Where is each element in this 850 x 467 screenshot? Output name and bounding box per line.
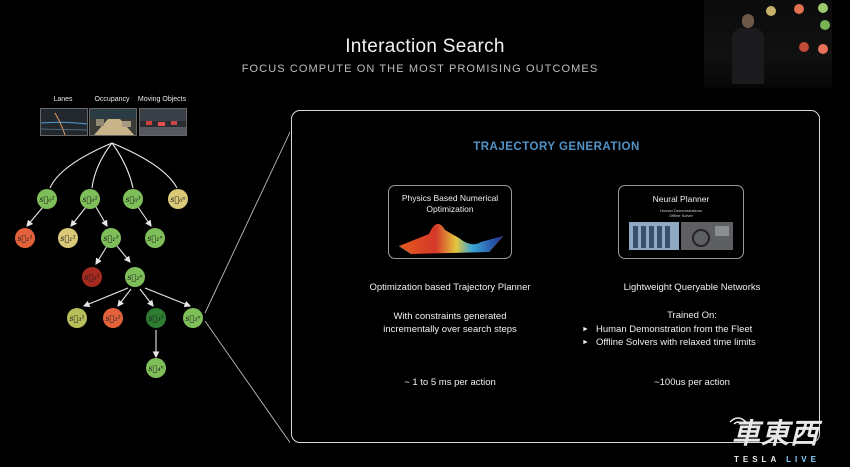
presenter-head [742,14,754,28]
video-node [820,20,830,30]
optimization-planner-heading: Optimization based Trajectory Planner [369,282,531,293]
tree-node: s⃗₁³ [101,228,121,248]
trained-on-item: ►Human Demonstration from the Fleet [582,324,753,335]
watermark-logo: 車東西 TESLA LIVE [728,412,848,467]
panel-title: TRAJECTORY GENERATION [473,141,640,153]
watermark-chinese-text: 車東西 [732,418,820,449]
slide-title: Interaction Search [345,36,505,57]
tree-node: s⃗₃ⁿ [183,308,203,328]
tree-node: s⃗₃² [103,308,123,328]
tree-node: s⃗₁² [58,228,78,248]
moving-objects-image [140,109,186,135]
lanes-thumbnail [40,108,88,136]
occupancy-image [90,109,136,135]
bullet-arrow-icon: ► [582,339,589,346]
occupancy-label: Occupancy [94,96,130,103]
neural-card-line2: Offline Solver [669,213,693,218]
lanes-image [41,112,87,135]
search-tree-edges [26,131,290,444]
occupancy-thumbnail [89,108,137,136]
neural-networks-heading: Lightweight Queryable Networks [623,282,761,293]
trajectory-generation-panel: TRAJECTORY GENERATION Physics Based Nume… [291,110,820,443]
trained-on-label: Trained On: [667,310,717,321]
tree-node: s⃗₁ⁿ [145,228,165,248]
tree-node: s⃗₃³ [146,308,166,328]
slide-subtitle: FOCUS COMPUTE ON THE MOST PROMISING OUTC… [241,63,599,75]
optimization-timing: ~ 1 to 5 ms per action [404,377,496,388]
presenter-video [704,0,832,88]
physics-optimization-card: Physics Based Numerical Optimization [388,185,512,259]
watermark-english-text: TESLA LIVE [734,455,820,464]
neural-card-title: Neural Planner [652,194,710,204]
neural-timing: ~100us per action [654,377,730,388]
neural-card-line1: Human Demonstrations [659,208,703,213]
optimization-surface-image [398,223,504,255]
moving-objects-label: Moving Objects [137,96,187,103]
tree-node: s⃗₁¹ [15,228,35,248]
tree-node: s⃗₃¹ [67,308,87,328]
bullet-arrow-icon: ► [582,326,589,333]
tree-node: s⃗₀¹ [37,189,57,209]
tree-node: s⃗₀ⁿ [168,189,188,209]
tree-node: s⃗₀³ [123,189,143,209]
neural-planner-image [629,222,733,250]
trained-on-item: ►Offline Solvers with relaxed time limit… [582,337,756,348]
tree-node: s⃗₂ⁿ [125,267,145,287]
wifi-signal-icon [729,417,747,425]
moving-objects-thumbnail [139,108,187,136]
presenter-body [732,28,764,84]
lanes-label: Lanes [53,96,73,103]
optimization-planner-description: With constraints generated incrementally… [330,310,570,336]
video-node [818,3,828,13]
left-desc-line2: incrementally over search steps [383,324,517,335]
tree-node: s⃗₄ⁿ [146,358,166,378]
left-desc-line1: With constraints generated [393,311,507,322]
neural-planner-card: Neural Planner Human Demonstrations Offl… [618,185,744,259]
tree-node: s⃗₂¹ [82,267,102,287]
video-node [766,6,776,16]
video-node [818,44,828,54]
physics-card-title: Physics Based Numerical Optimization [401,193,499,214]
video-node [794,4,804,14]
video-node [799,42,809,52]
tree-node: s⃗₀² [80,189,100,209]
trained-on-list: ►Human Demonstration from the Fleet ►Off… [582,323,812,349]
